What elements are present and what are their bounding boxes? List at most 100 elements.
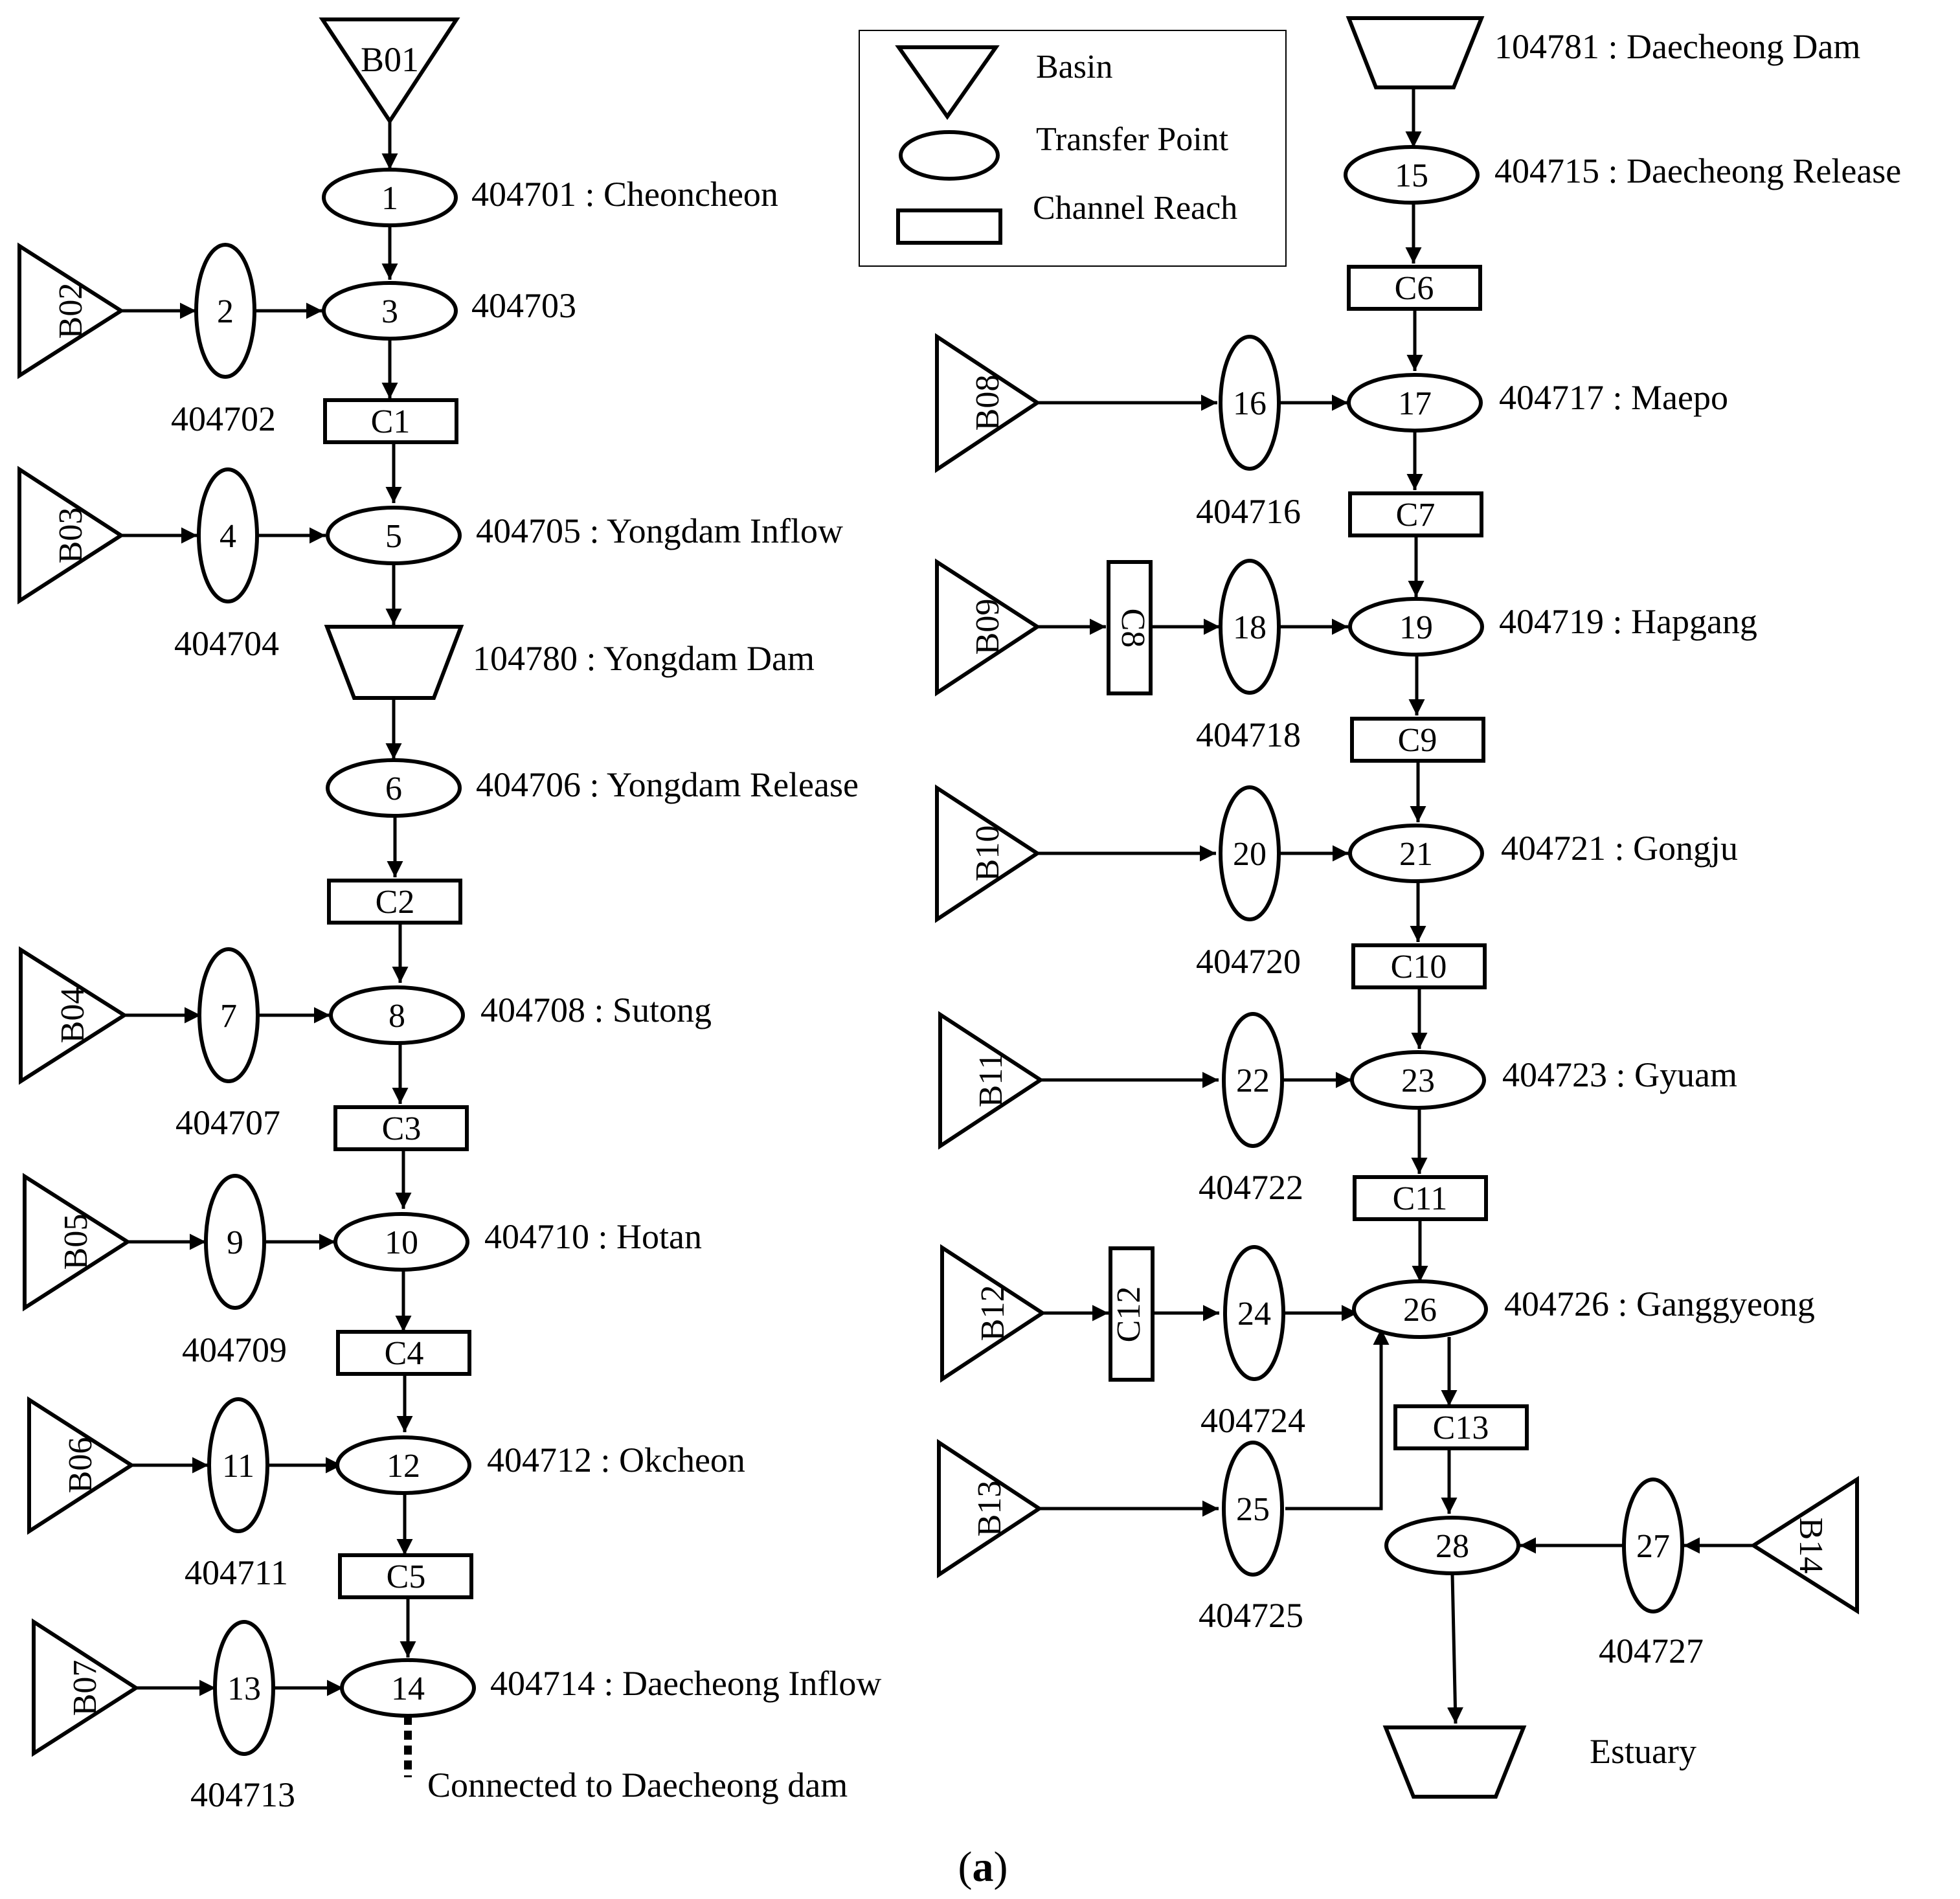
node-label-404717: 404717 : Maepo [1499, 378, 1728, 417]
node-label-404704: 404704 [174, 624, 279, 663]
transfer-point-12 [335, 1435, 471, 1495]
basin-B12-label: B12 [974, 1285, 1011, 1342]
transfer-point-3-label: 3 [381, 293, 398, 330]
dam-yongdam-symbol [324, 625, 464, 700]
node-label-404705: 404705 : Yongdam Inflow [476, 511, 843, 550]
basin-B06-triangle [27, 1396, 135, 1535]
transfer-point-28-label: 28 [1436, 1528, 1469, 1565]
node-label-404724: 404724 [1200, 1401, 1305, 1440]
channel-reach-C12 [1109, 1246, 1155, 1382]
transfer-point-18-label: 18 [1233, 609, 1267, 646]
transfer-point-5-label: 5 [385, 518, 402, 555]
transfer-point-13-label: 13 [227, 1670, 261, 1707]
transfer-point-16 [1219, 335, 1281, 471]
basin-B13-triangle [937, 1439, 1043, 1579]
connectors-right [1037, 87, 1753, 1724]
node-label-404727: 404727 [1599, 1632, 1704, 1670]
transfer-point-26 [1352, 1279, 1488, 1339]
transfer-point-17 [1347, 373, 1483, 433]
basin-B02-label: B02 [52, 283, 89, 339]
basin-B14-triangle [1750, 1476, 1859, 1615]
basin-B08-triangle [935, 333, 1041, 473]
transfer-point-1-label: 1 [381, 180, 398, 217]
legend-transfer-point-label: Transfer Point [1036, 121, 1229, 158]
transfer-point-25-label: 25 [1236, 1491, 1270, 1528]
transfer-point-28 [1384, 1516, 1520, 1575]
channel-reach-C7-label: C7 [1396, 497, 1436, 534]
node-label-404709: 404709 [182, 1331, 287, 1369]
dam-daecheong-label: 104781 : Daecheong Dam [1494, 27, 1860, 66]
transfer-point-19 [1348, 597, 1484, 657]
basin-B08-label: B08 [969, 375, 1006, 431]
node-label-404708: 404708 : Sutong [480, 991, 712, 1029]
node-label-404714: 404714 : Daecheong Inflow [490, 1664, 881, 1703]
estuary-label: Estuary [1590, 1732, 1696, 1771]
basin-B07-triangle [32, 1618, 140, 1757]
transfer-point-14-label: 14 [391, 1670, 425, 1707]
node-label-404711: 404711 [185, 1553, 288, 1592]
basin-B04-label: B04 [54, 987, 91, 1044]
channel-reach-C3-label: C3 [382, 1110, 422, 1147]
transfer-point-12-label: 12 [387, 1448, 420, 1485]
transfer-point-18 [1219, 559, 1281, 695]
channel-reach-C6 [1347, 265, 1482, 311]
dam-daecheong-symbol [1346, 16, 1485, 89]
connectors-left [121, 121, 416, 1777]
channel-reach-C13 [1393, 1404, 1529, 1450]
transfer-point-10-label: 10 [385, 1224, 418, 1261]
channel-reach-C8-label: C8 [1114, 609, 1151, 648]
transfer-point-1 [322, 168, 458, 227]
left-column-nodes: B01 1 404701 : Cheoncheon B02 2 404702 3… [17, 17, 881, 1814]
basin-B02-triangle [17, 242, 125, 379]
channel-reach-C9 [1350, 717, 1485, 763]
flow-arrow [1447, 1574, 1463, 1724]
channel-reach-C12-label: C12 [1110, 1287, 1147, 1343]
node-label-404722: 404722 [1199, 1168, 1303, 1207]
transfer-point-3 [322, 281, 458, 341]
flow-arrow [1285, 1329, 1390, 1511]
channel-reach-C3 [333, 1105, 469, 1151]
node-label-404721: 404721 : Gongju [1501, 829, 1738, 868]
basin-B09-label: B09 [969, 599, 1006, 655]
basin-B11-label: B11 [973, 1053, 1009, 1108]
channel-reach-C13-label: C13 [1433, 1410, 1489, 1446]
node-label-404702: 404702 [171, 399, 276, 438]
transfer-point-15-label: 15 [1395, 157, 1428, 194]
legend: Basin Transfer Point Channel Reach [859, 30, 1287, 267]
node-label-404718: 404718 [1196, 715, 1301, 754]
transfer-point-24-label: 24 [1237, 1296, 1271, 1332]
caption-letter: a [973, 1843, 994, 1891]
transfer-point-2 [194, 243, 256, 379]
legend-channel-reach-label: Channel Reach [1033, 190, 1237, 227]
transfer-point-15 [1344, 145, 1480, 205]
legend-channel-reach-symbol [896, 208, 1002, 245]
basin-B11-triangle [938, 1011, 1044, 1150]
basin-B03-triangle [17, 466, 125, 605]
channel-reach-C10-label: C10 [1391, 949, 1447, 985]
connection-note: Connected to Daecheong dam [427, 1766, 848, 1804]
basin-B10-triangle [935, 784, 1041, 923]
channel-reach-C11-label: C11 [1393, 1180, 1448, 1217]
channel-reach-C4 [336, 1330, 471, 1376]
transfer-point-22 [1222, 1012, 1284, 1148]
transfer-point-2-label: 2 [217, 293, 234, 330]
node-label-404706: 404706 : Yongdam Release [476, 765, 859, 804]
basin-B04-triangle [19, 946, 128, 1085]
node-label-404710: 404710 : Hotan [484, 1217, 702, 1256]
channel-reach-C7 [1348, 491, 1483, 537]
channel-reach-C2 [327, 879, 462, 925]
channel-reach-C11 [1353, 1175, 1488, 1221]
legend-basin-symbol [895, 45, 1000, 120]
basin-B06-label: B06 [62, 1437, 99, 1494]
node-label-404719: 404719 : Hapgang [1499, 602, 1757, 641]
basin-B03-label: B03 [52, 508, 89, 564]
transfer-point-5 [326, 506, 462, 565]
basin-B14-label: B14 [1792, 1518, 1829, 1574]
node-label-404720: 404720 [1196, 942, 1301, 981]
legend-transfer-point-symbol [899, 130, 1000, 181]
transfer-point-13 [213, 1620, 275, 1756]
channel-reach-C8 [1107, 560, 1153, 695]
dam-yongdam-label: 104780 : Yongdam Dam [473, 639, 815, 678]
transfer-point-21 [1348, 824, 1484, 883]
